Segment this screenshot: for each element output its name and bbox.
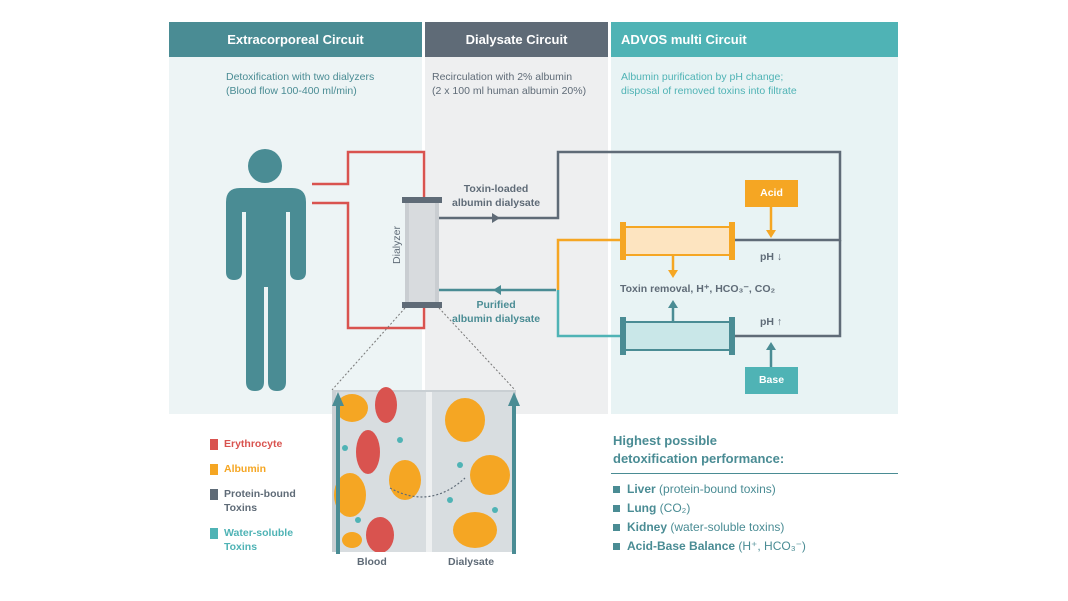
label-line: albumin dialysate — [452, 313, 541, 325]
legend-water-soluble: Water-soluble Toxins — [210, 526, 294, 554]
subtitle-line: Detoxification with two dialyzers — [226, 71, 375, 83]
person-icon — [226, 149, 306, 391]
subtitle-line: Albumin purification by pH change; — [621, 71, 784, 83]
label-line: Toxin-loaded — [463, 183, 529, 195]
subtitle-line: Recirculation with 2% albumin — [432, 71, 573, 83]
base-label: Base — [758, 374, 785, 386]
legend-swatch — [210, 528, 218, 539]
dialysate-line-top — [439, 150, 842, 242]
title-line: Highest possible — [613, 433, 718, 448]
legend-erythrocyte: Erythrocyte — [210, 437, 283, 451]
performance-title: Highest possible detoxification performa… — [613, 432, 784, 468]
toxin-removal-label: Toxin removal, H⁺, HCO₃⁻, CO₂ — [620, 283, 776, 295]
subtitle-line: (Blood flow 100-400 ml/min) — [226, 85, 357, 97]
header-extracorporeal: Extracorporeal Circuit — [169, 22, 422, 57]
legend-protein-bound: Protein-bound Toxins — [210, 487, 296, 515]
legend-label: Erythrocyte — [224, 438, 283, 450]
subtitle-line: (2 x 100 ml human albumin 20%) — [432, 85, 587, 97]
subtitle-line: disposal of removed toxins into filtrate — [621, 85, 797, 97]
performance-item: Acid-Base Balance (H⁺, HCO₃⁻) — [613, 537, 806, 556]
legend-label: Toxins — [224, 541, 258, 553]
performance-item: Liver (protein-bound toxins) — [613, 480, 806, 499]
dialyzer-label: Dialyzer — [390, 226, 403, 264]
legend-swatch — [210, 439, 218, 450]
performance-list: Liver (protein-bound toxins) Lung (CO₂) … — [613, 480, 806, 556]
subtitle-dialysate: Recirculation with 2% albumin (2 x 100 m… — [432, 70, 586, 98]
base-box — [745, 367, 798, 394]
dialysate-label: Dialysate — [448, 556, 495, 568]
acid-box — [745, 180, 798, 207]
legend-label: Toxins — [224, 502, 258, 514]
acid-label: Acid — [760, 187, 783, 199]
blood-line-in — [312, 201, 426, 330]
legend-swatch — [210, 464, 218, 475]
purified-label: Purified albumin dialysate — [452, 298, 540, 326]
label-line: albumin dialysate — [452, 197, 541, 209]
acid-filter — [620, 222, 735, 260]
ph-down-label: pH ↓ — [760, 251, 783, 263]
legend-label: Water-soluble — [224, 527, 294, 539]
ph-up-label: pH ↑ — [760, 316, 783, 328]
magnified-view — [332, 387, 520, 575]
header-advos: ADVOS multi Circuit — [611, 22, 898, 57]
legend-label: Albumin — [224, 463, 266, 475]
header-dialysate: Dialysate Circuit — [425, 22, 608, 57]
label-line: Purified — [476, 299, 516, 311]
dialyzer — [402, 197, 442, 308]
legend-swatch — [210, 489, 218, 500]
performance-item: Lung (CO₂) — [613, 499, 806, 518]
legend-label: Protein-bound — [224, 488, 296, 500]
performance-divider — [611, 473, 898, 474]
legend-albumin: Albumin — [210, 462, 266, 476]
subtitle-advos: Albumin purification by pH change; dispo… — [621, 70, 797, 98]
base-filter — [620, 317, 735, 355]
toxin-loaded-label: Toxin-loaded albumin dialysate — [452, 182, 540, 210]
title-line: detoxification performance: — [613, 451, 785, 466]
blood-line-out — [312, 150, 426, 200]
subtitle-extracorporeal: Detoxification with two dialyzers (Blood… — [226, 70, 374, 98]
performance-item: Kidney (water-soluble toxins) — [613, 518, 806, 537]
blood-label: Blood — [357, 556, 387, 568]
